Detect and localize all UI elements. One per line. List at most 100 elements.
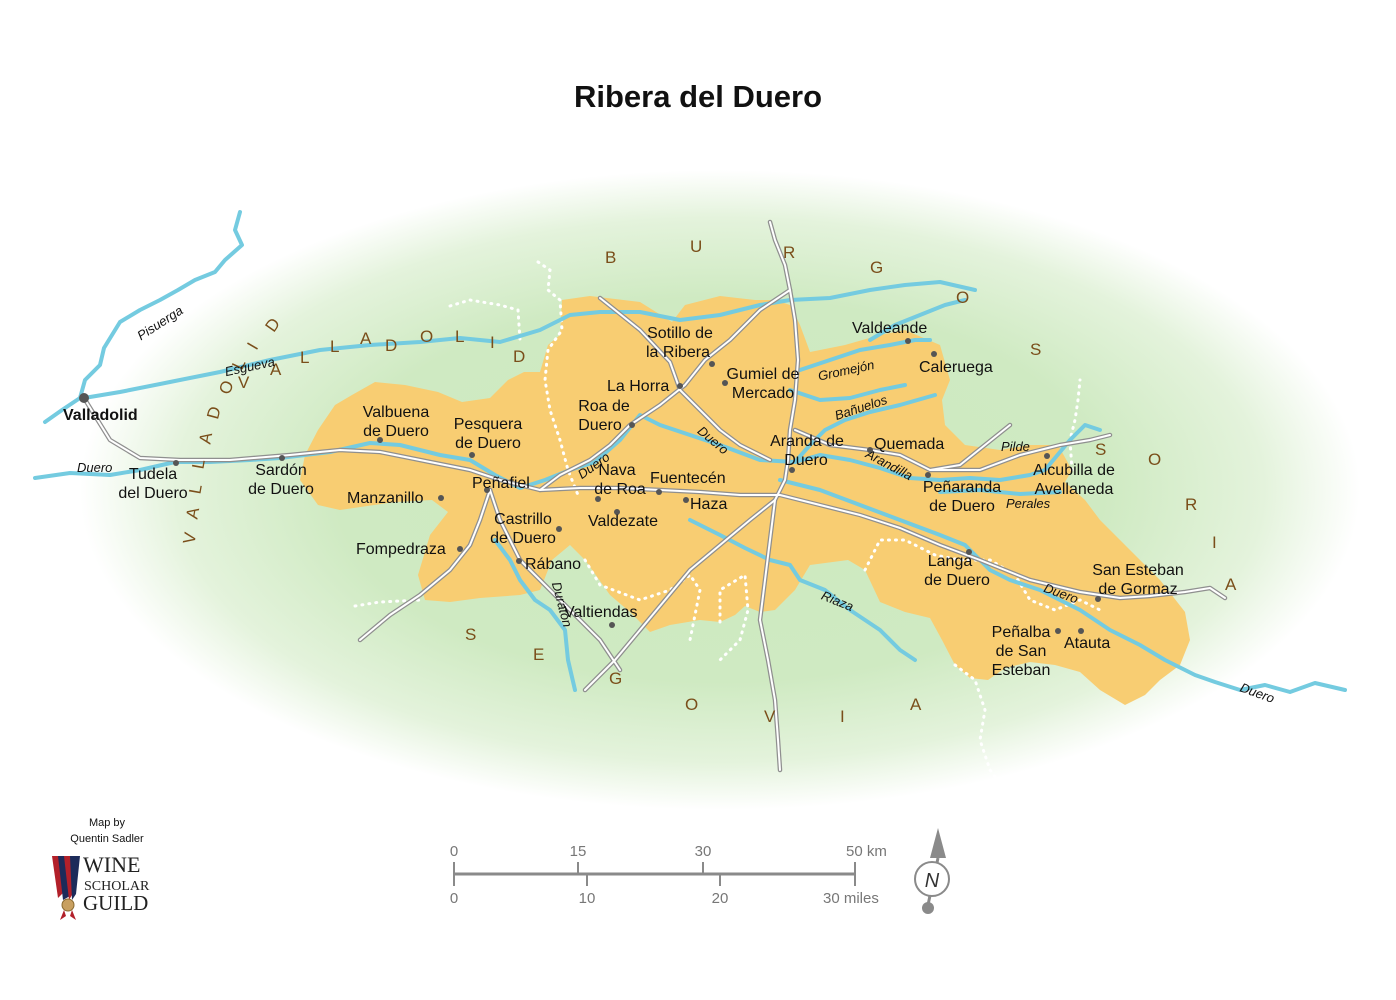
province-letter: D (513, 347, 525, 366)
province-letter: L (188, 458, 208, 471)
river-gromejon (798, 338, 932, 372)
town-marker (931, 351, 937, 357)
province-letter: S (1095, 440, 1106, 459)
river-label-pilde: Pilde (1001, 439, 1030, 454)
town-valtiendas: Valtiendas (564, 604, 638, 621)
town-quemada: Quemada (874, 436, 944, 453)
town-rabano: Rábano (525, 556, 581, 573)
province-letter: O (685, 695, 698, 714)
scale-bar: 0 15 30 50 km 0 10 20 30 miles (450, 843, 887, 907)
town-marker (709, 361, 715, 367)
province-letter: O (215, 378, 237, 397)
river-perales (938, 488, 1062, 496)
province-letter: V (179, 530, 200, 545)
province-borders (353, 260, 1102, 792)
river-arandilla (793, 393, 937, 464)
province-letter: B (605, 248, 616, 267)
town-marker (279, 455, 285, 461)
province-letter: O (420, 327, 433, 346)
brand-scholar: SCHOLAR (84, 879, 150, 894)
river-riaza (688, 518, 917, 662)
town-valdezate: Valdezate (588, 513, 658, 530)
scale-km-tick: 0 (450, 843, 458, 860)
town-marker-valladolid (79, 393, 89, 403)
province-letter: S (1030, 340, 1041, 359)
town-marker (925, 472, 931, 478)
town-marker (438, 495, 444, 501)
river-gromejon-upper (868, 298, 967, 342)
town-fompedraza: Fompedraza (356, 541, 446, 558)
province-letter: A (360, 329, 372, 348)
town-marker (614, 509, 620, 515)
town-fuentecen: Fuentecén (650, 470, 726, 487)
province-letter: I (840, 707, 845, 726)
scale-mile-tick: 30 miles (823, 890, 879, 907)
river-label-perales: Perales (1006, 496, 1051, 511)
river-duraton (493, 538, 577, 692)
town-marker (516, 558, 522, 564)
province-letter: G (609, 669, 622, 688)
brand-guild: GUILD (83, 891, 148, 915)
province-letter: U (690, 237, 702, 256)
province-letter: L (455, 327, 464, 346)
town-marker (484, 487, 490, 493)
town-marker (595, 496, 601, 502)
town-marker (556, 526, 562, 532)
province-letter: O (1148, 450, 1161, 469)
town-marker (173, 460, 179, 466)
town-marker (629, 422, 635, 428)
scale-km-tick: 50 km (846, 843, 887, 860)
roads (81, 219, 1228, 773)
province-letter: A (270, 360, 282, 379)
province-letter: D (385, 336, 397, 355)
town-markers (79, 338, 1101, 634)
river-label-duero: Duero (77, 460, 112, 475)
town-marker (656, 489, 662, 495)
province-letter: A (1225, 575, 1237, 594)
town-atauta: Atauta (1064, 635, 1110, 652)
brand-wine: WINE (83, 852, 140, 877)
river-duero-east (778, 478, 1347, 694)
town-marker (469, 452, 475, 458)
province-letter: G (870, 258, 883, 277)
town-marker (966, 549, 972, 555)
river-pisuerga (43, 210, 244, 424)
town-marker (1095, 596, 1101, 602)
map-title: Ribera del Duero (574, 79, 822, 114)
town-marker (789, 467, 795, 473)
town-marker (683, 497, 689, 503)
town-marker (1044, 453, 1050, 459)
scale-mile-tick: 20 (712, 890, 729, 907)
river-esgueva (82, 280, 977, 400)
province-letter: O (956, 288, 969, 307)
town-valladolid: Valladolid (63, 407, 138, 424)
credit-block: Map by Quentin Sadler WINE SCHOLAR GUILD (52, 817, 150, 920)
scale-km-tick: 15 (570, 843, 587, 860)
town-caleruega: Caleruega (919, 359, 993, 376)
town-la-horra: La Horra (607, 378, 669, 395)
town-marker (722, 380, 728, 386)
province-letter: L (330, 337, 339, 356)
province-letter: D (203, 404, 225, 421)
town-marker (457, 546, 463, 552)
province-letter: E (533, 645, 544, 664)
province-letter: S (465, 625, 476, 644)
scale-km-tick: 30 (695, 843, 712, 860)
province-letter: R (1185, 495, 1197, 514)
credit-author: Quentin Sadler (70, 833, 144, 845)
town-marker (1055, 628, 1061, 634)
province-letter: L (300, 348, 309, 367)
